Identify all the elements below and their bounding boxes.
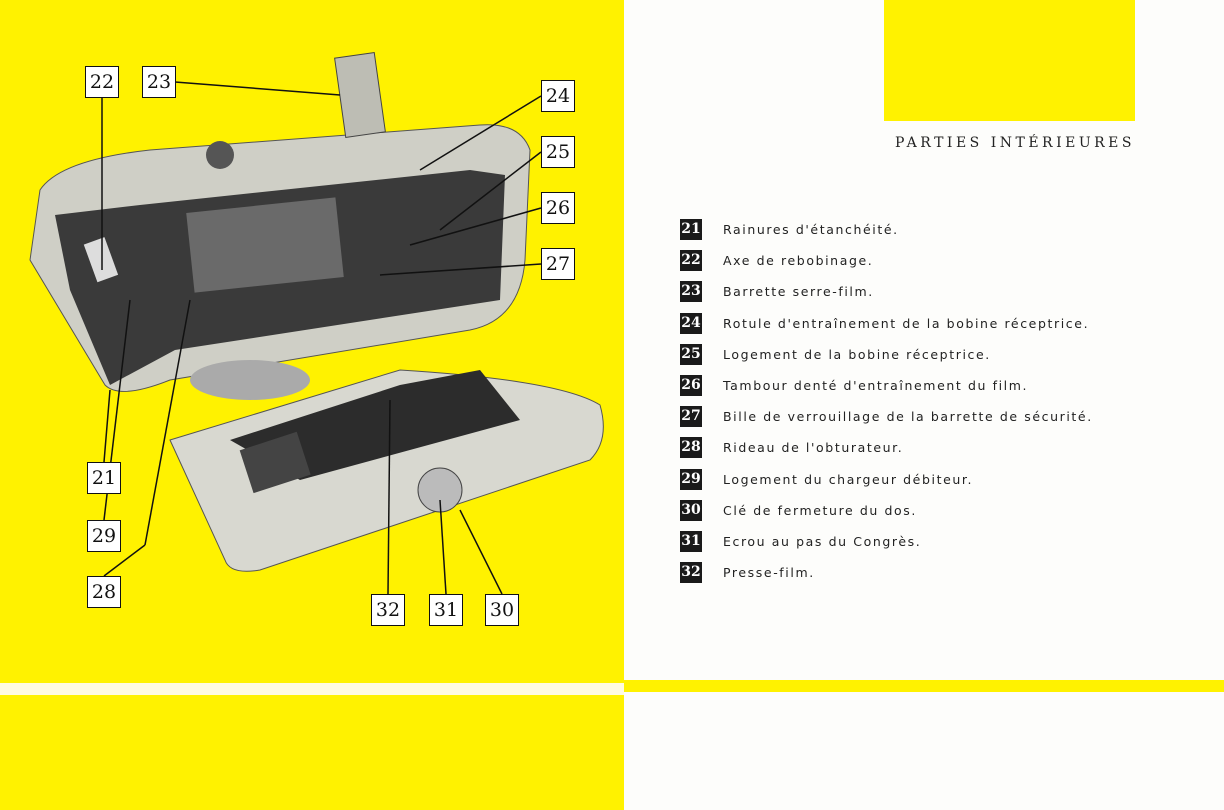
callout-31: 31 <box>429 594 463 626</box>
item-number: 32 <box>680 562 702 584</box>
item-number: 27 <box>680 406 702 428</box>
item-number: 26 <box>680 375 702 397</box>
item-text: Logement de la bobine réceptrice. <box>723 346 991 362</box>
callout-25: 25 <box>541 136 575 168</box>
item-number: 24 <box>680 312 702 334</box>
item-text: Rideau de l'obturateur. <box>723 440 904 456</box>
item-number: 31 <box>680 530 702 552</box>
item-number: 25 <box>680 343 702 365</box>
callout-27: 27 <box>541 248 575 280</box>
list-item: 29 Logement du chargeur débiteur. <box>680 464 1093 495</box>
page-title: PARTIES INTÉRIEURES <box>895 135 1135 151</box>
item-text: Barrette serre-film. <box>723 284 874 300</box>
left-stripe <box>0 683 624 695</box>
item-text: Rotule d'entraînement de la bobine récep… <box>723 315 1090 331</box>
right-stripe <box>624 680 1224 692</box>
list-item: 21 Rainures d'étanchéité. <box>680 214 1093 245</box>
item-text: Presse-film. <box>723 565 815 581</box>
callout-30: 30 <box>485 594 519 626</box>
item-number: 23 <box>680 281 702 303</box>
callout-26: 26 <box>541 192 575 224</box>
list-item: 31 Ecrou au pas du Congrès. <box>680 526 1093 557</box>
camera-body <box>29 52 531 400</box>
leader-lines <box>101 81 542 595</box>
item-text: Rainures d'étanchéité. <box>723 222 899 238</box>
item-text: Axe de rebobinage. <box>723 253 874 269</box>
camera-back <box>169 369 604 572</box>
item-number: 22 <box>680 250 702 272</box>
item-text: Bille de verrouillage de la barrette de … <box>723 409 1093 425</box>
list-item: 22 Axe de rebobinage. <box>680 245 1093 276</box>
list-item: 24 Rotule d'entraînement de la bobine réc… <box>680 308 1093 339</box>
camera-illustration <box>29 52 604 595</box>
yellow-block <box>884 0 1135 121</box>
list-item: 30 Clé de fermeture du dos. <box>680 495 1093 526</box>
list-item: 32 Presse-film. <box>680 557 1093 588</box>
item-number: 28 <box>680 437 702 459</box>
callout-28: 28 <box>87 576 121 608</box>
item-text: Logement du chargeur débiteur. <box>723 471 974 487</box>
item-number: 30 <box>680 499 702 521</box>
list-item: 27 Bille de verrouillage de la barrette d… <box>680 401 1093 432</box>
list-item: 23 Barrette serre-film. <box>680 276 1093 307</box>
list-item: 28 Rideau de l'obturateur. <box>680 432 1093 463</box>
list-item: 25 Logement de la bobine réceptrice. <box>680 339 1093 370</box>
callout-24: 24 <box>541 80 575 112</box>
callout-22: 22 <box>85 66 119 98</box>
item-text: Clé de fermeture du dos. <box>723 502 917 518</box>
item-number: 21 <box>680 219 702 241</box>
callout-29: 29 <box>87 520 121 552</box>
right-page <box>624 0 1224 810</box>
callout-32: 32 <box>371 594 405 626</box>
callout-23: 23 <box>142 66 176 98</box>
item-text: Tambour denté d'entraînement du film. <box>723 378 1029 394</box>
item-number: 29 <box>680 468 702 490</box>
callout-21: 21 <box>87 462 121 494</box>
parts-list: 21 Rainures d'étanchéité. 22 Axe de rebobi… <box>680 214 1093 588</box>
list-item: 26 Tambour denté d'entraînement du film. <box>680 370 1093 401</box>
item-text: Ecrou au pas du Congrès. <box>723 533 922 549</box>
